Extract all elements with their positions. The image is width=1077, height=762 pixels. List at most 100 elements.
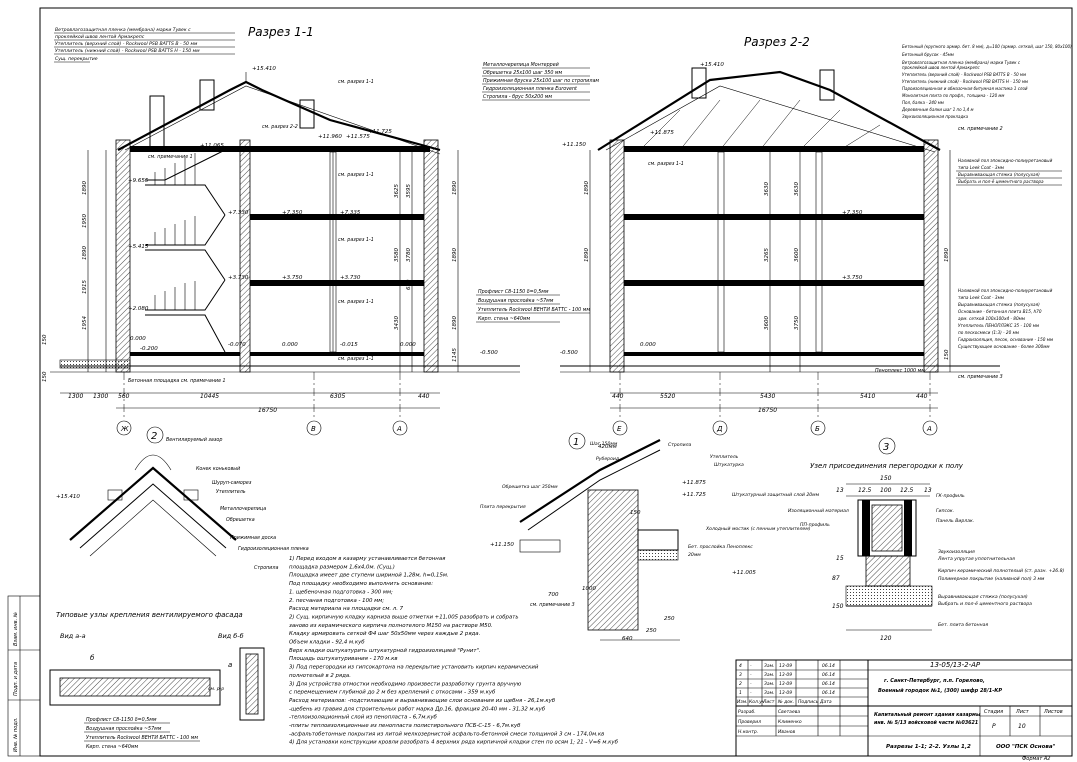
node3-dim-side-1: 87	[832, 575, 840, 582]
s2-ref-1: см. разрез 1-1	[648, 161, 684, 167]
revision-cell: Зам.	[764, 690, 774, 696]
node1-dim-0: 420мм	[598, 444, 617, 450]
vent-facade-nodes: Типовые узлы крепления вентилируемого фа…	[49, 611, 265, 750]
s1-level-11725: +11.725	[368, 129, 392, 135]
s2-floor2-3: Основание - бетонная плита В15, h70	[958, 309, 1042, 314]
section2-roof-note: Металлочерепица Монтеррей Обрешетка 25х1…	[482, 62, 599, 101]
node3-dim-150: 150	[880, 475, 892, 482]
node2-layer-6: Прижимная доска	[230, 535, 276, 541]
s1-dim-v-14: 1890	[452, 248, 458, 262]
s2-level-0: 0.000	[640, 342, 656, 348]
node1-dim-6: 250	[664, 616, 675, 622]
s1-level-m0500: -0.500	[480, 350, 498, 356]
s1-axis-zh: Ж	[120, 425, 129, 433]
s2-ref-0: см. примечание 2	[958, 126, 1003, 132]
section1-roof-note: Ветровлагозащитная пленка (мембрана) мар…	[54, 27, 235, 63]
s1-level-3730b: +3.730	[340, 275, 361, 281]
title-block: 13-05/13-2-АР г. Санкт-Петербург, п.п. Г…	[735, 659, 1073, 757]
note-line: Расход материалов: -подстилающие и вырав…	[289, 698, 556, 704]
revision-cell: 13-09	[779, 681, 792, 687]
s1-dim-h-5: 440	[418, 393, 430, 400]
node3-dim-top-4: 13	[924, 487, 932, 494]
s2-dim-v-8: 1890	[944, 248, 950, 262]
s1-dim-h-3: 10445	[200, 393, 219, 400]
note-line: -теплоизоляционный слой из пенопласта - …	[289, 715, 438, 721]
node1-dim-3: 700	[548, 592, 559, 598]
s1-dim-v-11: 650	[406, 279, 412, 290]
s2-right-4: Утеплитель (верхний слой) - Rockwool PSB…	[902, 72, 1026, 77]
s1-level-m0015: -0.015	[340, 342, 358, 348]
note-line: с перемещением глубиной до 2 м без крепл…	[289, 690, 496, 696]
node2-layer-4: Металлочерепица	[220, 506, 266, 512]
node1-level-2: +11.150	[490, 542, 514, 548]
stamp-address-0: г. Санкт-Петербург, п.п. Горелово,	[884, 677, 985, 684]
s1-level-5415: +5.415	[128, 244, 149, 250]
vent-layer-2: Утеплитель Rockwool ВЕНТИ БАТТС - 100 мм	[86, 735, 198, 741]
s2-axis-b: Б	[815, 425, 820, 433]
node3-layer-10: Выбрать и пол-ё цементного раствора	[938, 601, 1032, 607]
side-stamp-sign: Подп. и дата	[13, 662, 19, 696]
s2-right-7: Монолитная плита по профл., толщина - 12…	[902, 93, 1004, 98]
revision-cell: 06.14	[822, 672, 835, 678]
s1-facade-1: Воздушная прослойка ~57мм	[478, 298, 554, 304]
revision-cell: -	[750, 682, 752, 687]
stamp-stage-hdr: Стадия	[984, 709, 1003, 715]
s2-level-15410: +15.410	[700, 62, 724, 68]
s1-dim-v-16: 1145	[452, 348, 458, 362]
s2-axis-e: Е	[617, 425, 622, 433]
s1-level-m0200: -0.200	[140, 346, 158, 352]
node1-dim-1: 1000	[582, 586, 596, 592]
vent-title: Типовые узлы крепления вентилируемого фа…	[56, 611, 243, 619]
s2-floor2-0: Наливной пол эпоксидно-полиуретановый	[958, 288, 1053, 293]
s1-level-11575: +11.575	[346, 134, 370, 140]
section1-title: Разрез 1-1	[248, 25, 314, 39]
s2-level-11875: +11.875	[650, 130, 674, 136]
node1-dim-2: 150	[630, 510, 641, 516]
s2-level-m0500: -0.500	[560, 350, 578, 356]
stamp-head-0: Изм.	[737, 699, 748, 705]
s1-level-2080: +2.080	[128, 306, 149, 312]
revision-cell: Зам.	[764, 681, 774, 687]
node2-layer-7: Гидроизоляционная пленка	[238, 546, 309, 552]
node3-dim-top-3: 12.5	[900, 487, 914, 494]
node1-layer-6: Плита перекрытия	[480, 504, 526, 510]
note-line: Площадь оштукатуривания - 170 м.кв	[289, 656, 398, 662]
sheet-frame	[39, 7, 1073, 757]
s2-dim-h-3: 5410	[860, 393, 875, 400]
node2-label: 2	[151, 431, 157, 442]
note-line: Площадка имеет две ступени шириной 1,28м…	[289, 573, 449, 579]
s2-level-3750: +3.750	[842, 275, 863, 281]
node2-layer-8: Стропила	[254, 565, 278, 571]
s1-dim-v-10: 3780	[406, 248, 412, 262]
note-line: 4) Для установки конструкции кровли разо…	[289, 740, 619, 746]
stamp-sheet-title: Разрезы 1-1; 2-2. Узлы 1,2	[886, 744, 971, 750]
revision-cell: -	[750, 664, 752, 669]
section-2-2: Разрез 2-2 Металлочерепица Монтеррей Обр…	[482, 35, 1072, 436]
s2-ref-2: см. примечание 3	[958, 374, 1003, 380]
node2-layer-5: Обрешетка	[226, 517, 255, 523]
s2-roof-note-2: Прижимная бруска 25х100 шаг по стропилам	[483, 78, 599, 84]
s2-right-6: Пароизоляционная и обмазочная битумная м…	[902, 86, 1028, 91]
node1-layer-2: Стропила	[668, 442, 692, 448]
s1-dim-h-1: 1300	[93, 393, 108, 400]
s1-ref-3: см. разрез 1-1	[338, 172, 374, 178]
stamp-project-0: Капитальный ремонт здания казармы	[874, 712, 981, 718]
s2-roof-note-1: Обрешетка 25х100 шаг 350 мм	[483, 70, 563, 76]
note-line: Расход материала на площадки см. л. 7	[289, 606, 404, 612]
node1-ref: см. примечание 3	[530, 602, 575, 608]
node1-level-3: +11.005	[732, 570, 756, 576]
stamp-head-5: Дата	[819, 699, 832, 705]
s2-floor2-1: типа Leek Coat - 3мм	[958, 295, 1004, 300]
stamp-sheets-hdr: Листов	[1043, 709, 1063, 715]
note-line: -асфальтобетонные покрытия из литой мелк…	[289, 731, 604, 737]
s1-level-3750: +3.750	[282, 275, 303, 281]
stamp-address-1: Военный городок №1, (300) шифр 28/1-КР	[878, 687, 1002, 694]
s2-floor1-2: Выравнивающая стяжка (полусухая)	[958, 172, 1040, 177]
revision-cell: 3	[739, 672, 742, 678]
s2-floor1-3: Выбрать и пол-ё цементного раствора	[958, 179, 1044, 184]
node1-level-0: +11.875	[682, 480, 706, 486]
node3-layer-2: ПП-профиль	[800, 522, 830, 528]
s2-right-9: Деревянные балки шаг 1 по 1,4 м	[901, 107, 974, 112]
s1-ref-6: см. разрез 1-1	[338, 356, 374, 362]
